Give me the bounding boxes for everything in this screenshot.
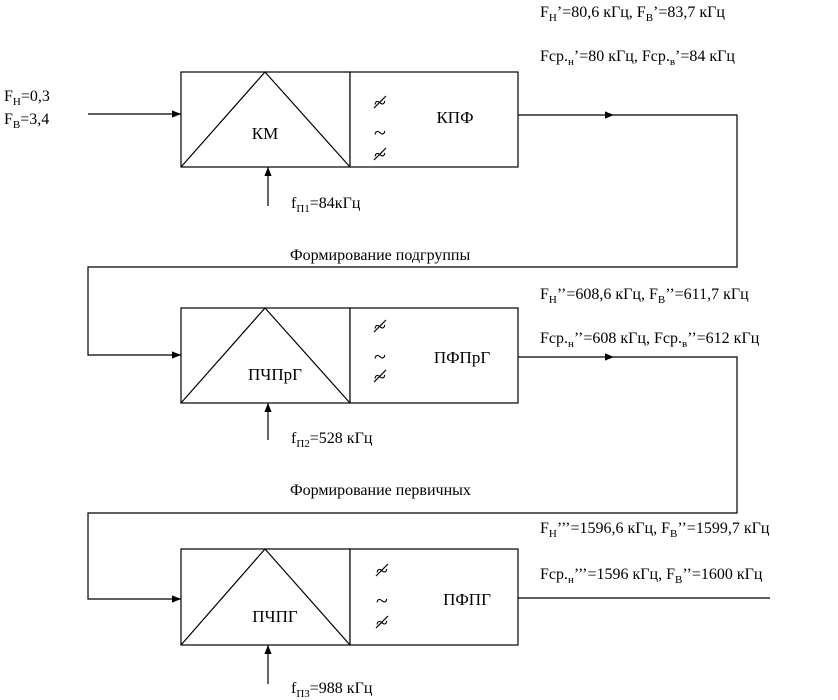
carrier1-label: fП1=84кГц bbox=[291, 195, 361, 215]
modulator-block-km bbox=[180, 71, 351, 168]
stage3-mid-freq-label: Fср.н’’’=1596 кГц, FВ’’=1600 кГц bbox=[540, 566, 763, 586]
input-fv-label: FВ=3,4 bbox=[4, 111, 49, 131]
caption-primary: Формирование первичных bbox=[290, 482, 471, 499]
modulator-triangle bbox=[180, 71, 351, 168]
stage3-out-freq-label: FН’’’=1596,6 кГц, FВ’’=1599,7 кГц bbox=[540, 520, 770, 540]
modulator-triangle bbox=[180, 307, 351, 404]
modulator-label-pchpg: ПЧПГ bbox=[252, 607, 298, 626]
filter-label-pfpg: ПФПГ bbox=[443, 590, 491, 609]
modulator-block-pchprg bbox=[180, 307, 351, 404]
stage1-out-freq-label: FН’=80,6 кГц, FВ’=83,7 кГц bbox=[540, 4, 725, 24]
caption-subgroup: Формирование подгруппы bbox=[290, 247, 470, 264]
stage2-out-freq-label: FН’’=608,6 кГц, FВ’’=611,7 кГц bbox=[540, 286, 749, 306]
stage-1: FН’=80,6 кГц, FВ’=83,7 кГц Fср.н’=80 кГц… bbox=[4, 4, 738, 359]
modulator-label-km: КМ bbox=[252, 124, 278, 143]
svg-text:~: ~ bbox=[376, 588, 388, 613]
stage2-mid-freq-label: Fср.н’’=608 кГц, Fср.в’’=612 кГц bbox=[540, 330, 760, 350]
carrier3-label: fП3=988 кГц bbox=[291, 680, 373, 700]
modulator-triangle bbox=[180, 548, 351, 646]
filter-block-pfprg bbox=[349, 307, 519, 404]
filter-block-pfpg bbox=[349, 548, 519, 646]
stage1-to-stage2-connector bbox=[87, 114, 738, 359]
filter-symbol: ~ ~ ~ bbox=[373, 90, 387, 167]
modulator-block-pchpg bbox=[180, 548, 351, 646]
stage-3: FН’’’=1596,6 кГц, FВ’’=1599,7 кГц Fср.н’… bbox=[180, 520, 770, 700]
stage1-mid-freq-label: Fср.н’=80 кГц, Fср.в’=84 кГц bbox=[540, 48, 735, 68]
svg-text:~: ~ bbox=[374, 120, 386, 145]
stage2-to-stage3-connector bbox=[87, 356, 738, 603]
filter-label-pfprg: ПФПрГ bbox=[434, 348, 490, 367]
carrier2-label: fП2=528 кГц bbox=[291, 430, 373, 450]
stage-2: FН’’=608,6 кГц, FВ’’=611,7 кГц Fср.н’’=6… bbox=[87, 286, 760, 603]
svg-text:~: ~ bbox=[374, 344, 386, 369]
input-fn-label: FН=0,3 bbox=[4, 88, 50, 108]
filter-symbol: ~ ~ ~ bbox=[375, 558, 389, 635]
filter-label-kpf: КПФ bbox=[436, 108, 473, 127]
modulator-label-pchprg: ПЧПрГ bbox=[248, 365, 302, 384]
filter-symbol: ~ ~ ~ bbox=[373, 314, 387, 389]
filter-block-kpf bbox=[349, 71, 519, 168]
